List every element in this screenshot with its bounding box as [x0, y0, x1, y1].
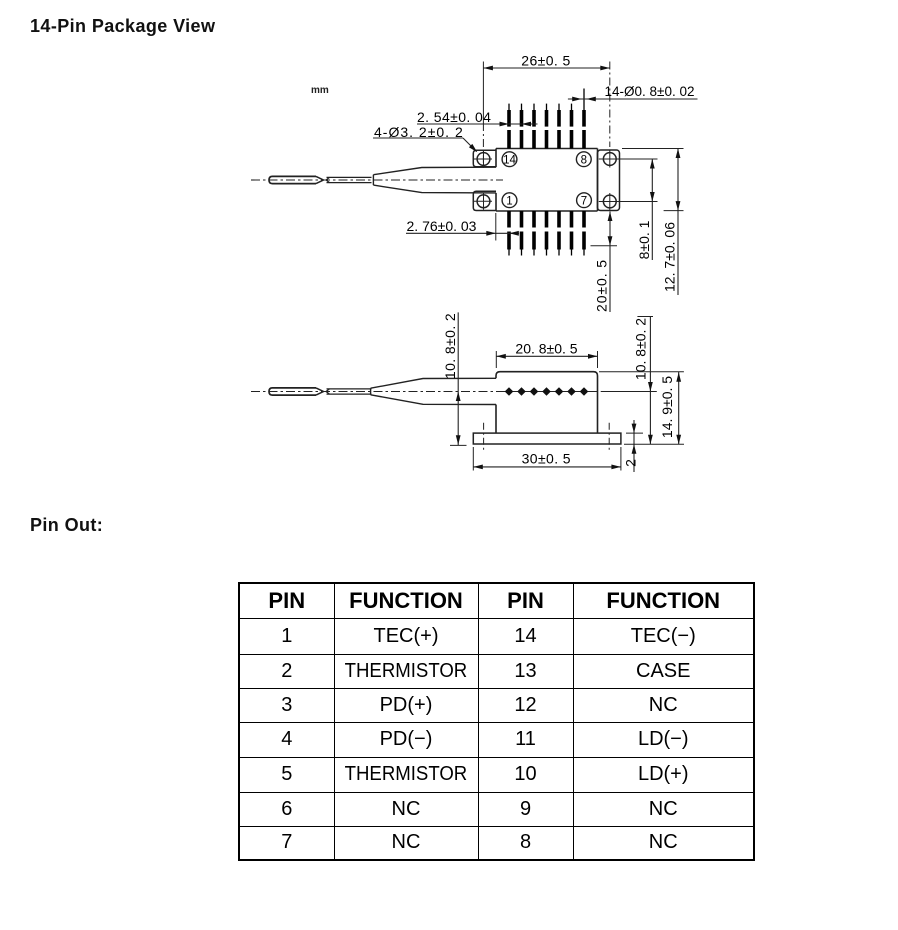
- svg-text:7: 7: [581, 195, 587, 207]
- svg-text:8±0. 1: 8±0. 1: [636, 220, 652, 259]
- svg-text:14-Ø0. 8±0. 02: 14-Ø0. 8±0. 02: [605, 84, 695, 99]
- svg-text:4-Ø3. 2±0. 2: 4-Ø3. 2±0. 2: [374, 124, 464, 140]
- svg-text:26±0. 5: 26±0. 5: [521, 53, 570, 69]
- svg-text:14: 14: [503, 154, 516, 166]
- svg-text:14. 9±0. 5: 14. 9±0. 5: [659, 376, 675, 438]
- svg-text:10. 8±0. 2: 10. 8±0. 2: [442, 313, 458, 379]
- svg-text:10. 8±0. 2: 10. 8±0. 2: [632, 318, 648, 380]
- svg-text:20. 8±0. 5: 20. 8±0. 5: [515, 341, 577, 357]
- svg-text:20±0. 5: 20±0. 5: [593, 259, 609, 312]
- svg-text:1: 1: [506, 195, 512, 207]
- svg-text:8: 8: [581, 154, 587, 166]
- svg-text:2. 76±0. 03: 2. 76±0. 03: [407, 218, 477, 234]
- svg-text:12. 7±0. 06: 12. 7±0. 06: [662, 222, 678, 292]
- svg-text:30±0. 5: 30±0. 5: [522, 450, 571, 466]
- svg-text:2: 2: [623, 459, 639, 467]
- svg-text:2. 54±0. 04: 2. 54±0. 04: [417, 109, 491, 125]
